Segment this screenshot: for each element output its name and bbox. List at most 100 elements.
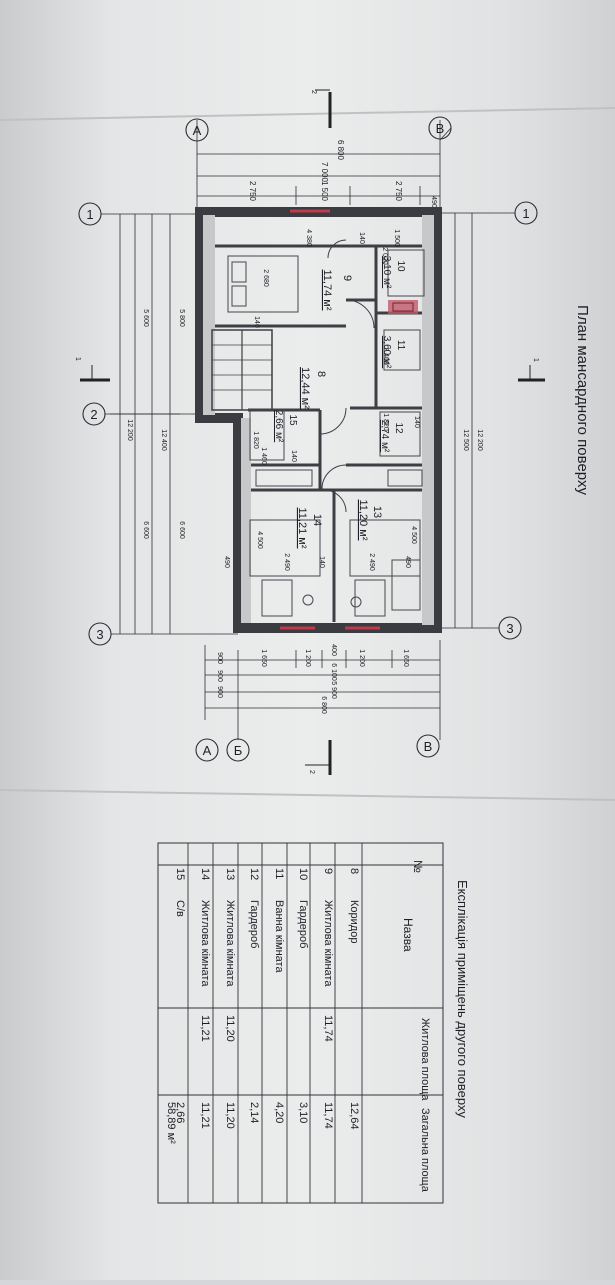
dimension-label: 6 600 bbox=[142, 521, 149, 539]
dimension-label: 5 800 bbox=[178, 309, 185, 327]
section-label: 1 bbox=[532, 358, 539, 362]
dimension-label: 900 bbox=[216, 670, 223, 682]
row-number: 10 bbox=[297, 868, 309, 880]
section-label: 2 bbox=[308, 770, 315, 774]
row-number: 14 bbox=[199, 868, 211, 880]
row-number: 8 bbox=[348, 868, 360, 874]
room-name: Коридор bbox=[348, 900, 360, 943]
room-number: 12 bbox=[393, 422, 404, 434]
table-header: Назва bbox=[401, 918, 415, 952]
row-number: 12 bbox=[248, 868, 260, 880]
area-value: 11,20 bbox=[224, 1102, 236, 1129]
area-value: 3,10 bbox=[297, 1102, 309, 1123]
window-marks bbox=[280, 209, 380, 630]
axis-label: 1 bbox=[86, 207, 93, 222]
paper-fold bbox=[0, 107, 615, 121]
room-area: 2,74 м² bbox=[379, 420, 390, 453]
room-name: Ванна кімната bbox=[273, 900, 285, 973]
door-swings bbox=[319, 239, 375, 513]
room-number: 9 bbox=[341, 275, 353, 281]
room-area: 11,21 м² bbox=[296, 508, 308, 549]
dimension-label: 2 400 bbox=[382, 347, 389, 365]
room-name: Гардероб bbox=[297, 900, 309, 948]
section-marker-2-bottom bbox=[305, 740, 332, 775]
dimension-label: 2 750 bbox=[248, 181, 257, 202]
dimension-label: 1 460 bbox=[260, 447, 267, 465]
dimension-label: 140 bbox=[290, 450, 297, 462]
dimension-label: 1 650 bbox=[260, 649, 267, 667]
room-name: Житлова кімната bbox=[199, 900, 211, 987]
dimension-lines-bottom bbox=[204, 640, 441, 740]
dimension-lines-right bbox=[454, 213, 473, 628]
axis-marker-3-left bbox=[88, 622, 238, 646]
section-marker-1-right bbox=[518, 365, 545, 382]
area-value: 4,20 bbox=[273, 1102, 285, 1123]
room-number: 11 bbox=[395, 340, 406, 351]
paper-fold bbox=[0, 789, 615, 801]
explication-table bbox=[157, 842, 444, 1204]
room-area: 3,10 м² bbox=[381, 256, 392, 289]
dimension-label: 140 bbox=[253, 316, 260, 328]
section-label: 2 bbox=[310, 90, 317, 94]
dimension-label: 140 bbox=[413, 416, 420, 428]
dimension-label: 1 650 bbox=[402, 649, 409, 667]
area-value: 12,64 bbox=[348, 1102, 360, 1130]
row-number: 13 bbox=[224, 868, 236, 880]
dimension-lines-outer-left bbox=[196, 120, 441, 230]
area-value: 11,74 bbox=[322, 1015, 334, 1042]
room-name: Гардероб bbox=[248, 900, 260, 948]
room-number: 15 bbox=[287, 414, 298, 426]
dimension-label: 1 820 bbox=[382, 413, 389, 431]
plan-title: План мансардного поверху bbox=[574, 305, 591, 495]
room-area: 2,66 м² bbox=[273, 410, 284, 443]
table-header: Загальна площа bbox=[419, 1108, 431, 1193]
room-area: 11,74 м² bbox=[321, 270, 333, 311]
dimension-label: 12 200 bbox=[476, 429, 483, 451]
room-number: 14 bbox=[311, 514, 323, 526]
axis-label: А bbox=[203, 743, 212, 758]
staircase bbox=[211, 329, 273, 411]
dimension-label: 1 500 bbox=[393, 229, 400, 247]
table-header: Житлова площа bbox=[419, 1018, 431, 1101]
dimension-label: 12 200 bbox=[126, 419, 133, 441]
dimension-label: 1 500 bbox=[320, 181, 329, 202]
room-name: Житлова кімната bbox=[224, 900, 236, 987]
dimension-label: 2 490 bbox=[368, 553, 375, 571]
axis-label: 1 bbox=[522, 206, 529, 221]
area-value: 2,14 bbox=[248, 1102, 260, 1123]
dimension-label: 490 bbox=[223, 556, 230, 568]
axis-marker-v-top bbox=[428, 116, 452, 141]
row-number: 9 bbox=[322, 868, 334, 874]
area-value: 58,89 м² bbox=[165, 1102, 177, 1144]
dimension-label: 4 380 bbox=[305, 229, 312, 247]
dimension-label: 2 680 bbox=[262, 269, 269, 287]
section-marker-1-left bbox=[80, 365, 110, 382]
dimension-label: 6 800 bbox=[336, 140, 345, 161]
dimension-label: 12 500 bbox=[462, 429, 469, 451]
dimension-label: 900 bbox=[216, 686, 223, 698]
axis-label: 3 bbox=[96, 627, 103, 642]
axis-label: В bbox=[424, 739, 433, 754]
room-area: 3,60 м² bbox=[381, 336, 392, 369]
dimension-label: 140 bbox=[358, 232, 365, 244]
dimension-label: 5 900 bbox=[330, 681, 337, 699]
dimension-label: 5 600 bbox=[142, 309, 149, 327]
area-value: 11,74 bbox=[322, 1102, 334, 1129]
dimension-label: 490 bbox=[404, 556, 411, 568]
axis-label: А bbox=[193, 123, 202, 138]
axis-label: 3 bbox=[506, 621, 513, 636]
room-number: 10 bbox=[395, 260, 406, 272]
axis-marker-b-bottom bbox=[226, 738, 250, 762]
furniture bbox=[227, 249, 425, 617]
dimension-label: 2 020 bbox=[381, 247, 388, 265]
dimension-label: 140 bbox=[318, 556, 325, 568]
axis-label: В bbox=[436, 121, 445, 136]
row-number: 11 bbox=[273, 868, 285, 879]
dimension-label: 12 400 bbox=[160, 429, 167, 451]
dimension-label: 6 100 bbox=[330, 663, 337, 681]
axis-marker-a-top bbox=[185, 118, 209, 142]
area-value: 11,20 bbox=[224, 1015, 236, 1042]
